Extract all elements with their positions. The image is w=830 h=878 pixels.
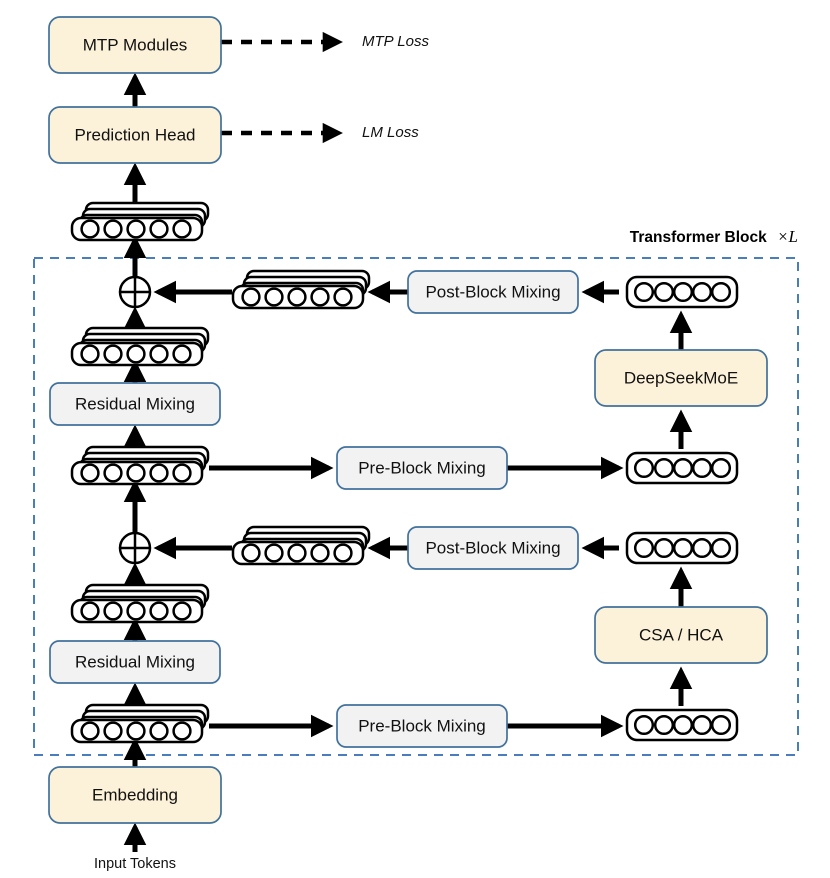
transformer-block-multiplier: ×L [777,227,798,246]
transformer-block-label: Transformer Block ×L [630,227,798,246]
node-prediction-head-label: Prediction Head [75,125,196,144]
token-stack-final [70,201,210,242]
node-residual-mixing-top[interactable]: Residual Mixing [49,382,221,426]
node-csa-hca-label: CSA / HCA [639,625,724,644]
node-embedding[interactable]: Embedding [48,766,222,824]
node-mtp-modules-label: MTP Modules [83,35,188,54]
token-stack-attn-out [231,525,371,566]
token-stack-pre-mix-top-in [70,445,210,486]
node-pre-block-mixing-bottom[interactable]: Pre-Block Mixing [336,704,508,748]
node-mtp-modules[interactable]: MTP Modules [48,16,222,74]
adder-layer [118,275,152,565]
mtp-loss-label: MTP Loss [362,33,429,50]
node-residual-mixing-bottom-label: Residual Mixing [75,652,195,671]
node-post-block-mixing-top[interactable]: Post-Block Mixing [407,270,579,314]
adder-bottom-icon [118,531,152,565]
input-tokens-label: Input Tokens [94,856,176,872]
transformer-block-region [33,257,799,756]
node-post-block-mixing-top-label: Post-Block Mixing [425,282,560,301]
box-layer: MTP Modules Prediction Head Post-Block M… [48,16,768,824]
node-pre-block-mixing-top[interactable]: Pre-Block Mixing [336,446,508,490]
token-stack-embedding-out [70,703,210,744]
node-deepseekmoe-label: DeepSeekMoE [624,368,738,387]
node-csa-hca[interactable]: CSA / HCA [594,606,768,664]
token-stack-residual-bottom-in [70,583,210,624]
token-row-moe-in [625,451,739,485]
token-row-attn-in [625,708,739,742]
node-embedding-label: Embedding [92,785,178,804]
transformer-block-label-text: Transformer Block [630,229,767,246]
node-deepseekmoe[interactable]: DeepSeekMoE [594,349,768,407]
token-row-moe-out [625,275,739,309]
arrow-layer [123,31,693,852]
token-row-attn-out [625,531,739,565]
node-pre-block-mixing-top-label: Pre-Block Mixing [358,458,486,477]
adder-top-icon [118,275,152,309]
node-residual-mixing-bottom[interactable]: Residual Mixing [49,640,221,684]
lm-loss-label: LM Loss [362,124,419,141]
token-stack-residual-top-in [70,326,210,367]
token-stack-layer [70,201,739,744]
node-residual-mixing-top-label: Residual Mixing [75,394,195,413]
node-pre-block-mixing-bottom-label: Pre-Block Mixing [358,716,486,735]
node-prediction-head[interactable]: Prediction Head [48,106,222,164]
node-post-block-mixing-bottom[interactable]: Post-Block Mixing [407,526,579,570]
token-stack-moe-out [231,269,371,310]
node-post-block-mixing-bottom-label: Post-Block Mixing [425,538,560,557]
